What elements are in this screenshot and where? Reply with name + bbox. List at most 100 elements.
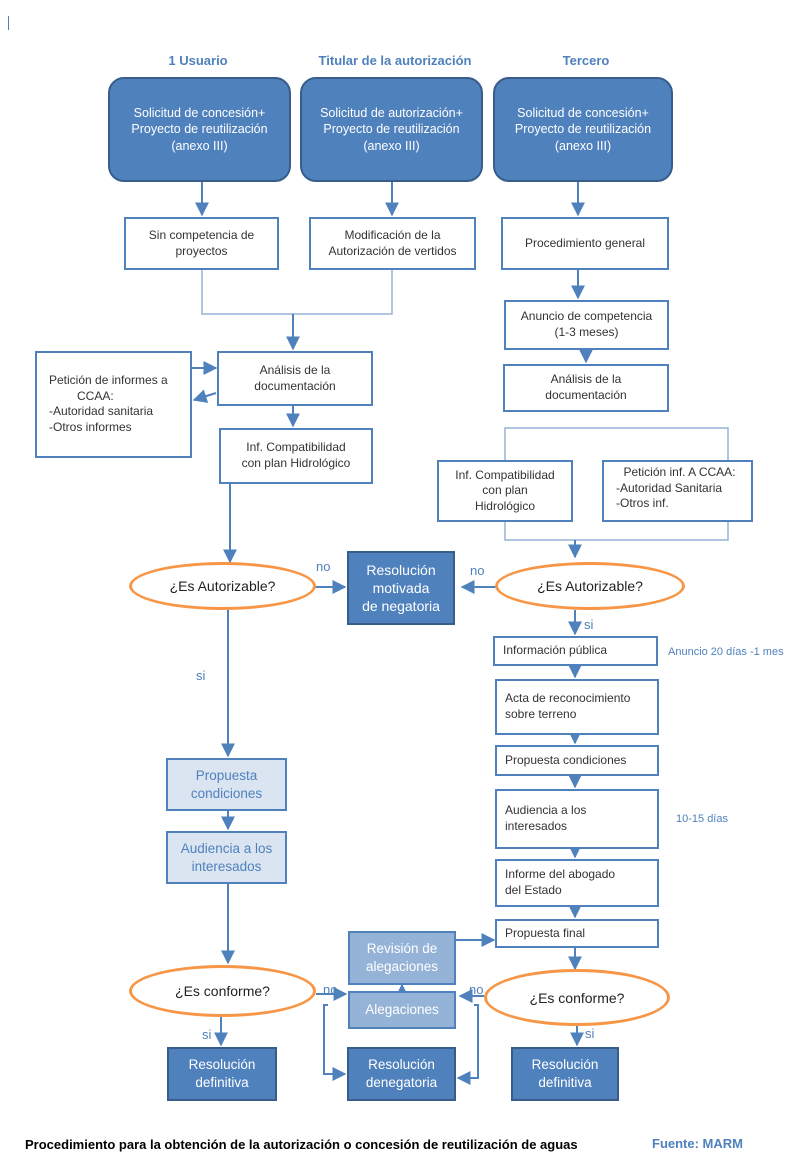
box-solicitud-usuario: Solicitud de concesión+ Proyecto de reut… [108, 77, 291, 182]
box-line: Audiencia a los [505, 803, 587, 818]
label-si-conforme-left: si [202, 1027, 212, 1042]
decision-conforme-usuario: ¿Es conforme? [129, 965, 316, 1017]
box-analisis-usuario: Análisis de la documentación [217, 351, 373, 406]
box-resolucion-denegatoria: Resolución denegatoria [347, 1047, 456, 1101]
label-no-conforme-left: no [323, 982, 338, 997]
label-no-right: no [470, 563, 485, 578]
box-solicitud-tercero: Solicitud de concesión+ Proyecto de reut… [493, 77, 673, 182]
box-line: Inf. Compatibilidad [455, 467, 555, 482]
box-peticion-tercero: Petición inf. A CCAA: -Autoridad Sanitar… [602, 460, 753, 522]
box-line: documentación [545, 388, 627, 402]
decision-conforme-tercero: ¿Es conforme? [484, 969, 670, 1026]
box-line: con plan [482, 483, 528, 498]
box-line: Sin competencia de [148, 227, 255, 242]
box-line: Alegaciones [365, 1002, 439, 1018]
box-line: (anexo III) [363, 138, 420, 153]
box-compatibilidad-tercero: Inf. Compatibilidad con plan Hidrológico [437, 460, 573, 522]
decision-autorizable-tercero: ¿Es Autorizable? [495, 562, 685, 610]
box-line: Procedimiento general [524, 235, 646, 250]
box-line: -Autoridad sanitaria [49, 404, 154, 419]
label-si-right: si [584, 617, 594, 632]
box-informe-abogado: Informe del abogado del Estado [495, 859, 659, 907]
box-line: -Otros inf. [616, 496, 669, 511]
box-line: proyectos [175, 243, 228, 258]
box-line: Anuncio de competencia [520, 309, 653, 324]
box-audiencia-usuario: Audiencia a los interesados [166, 831, 287, 884]
label-no-left: no [316, 559, 331, 574]
box-anuncio-competencia: Anuncio de competencia (1-3 meses) [504, 300, 669, 350]
box-line: Inf. Compatibilidad [246, 440, 346, 455]
box-line: del Estado [505, 883, 562, 897]
box-line: definitiva [538, 1075, 592, 1090]
box-line: sobre terreno [505, 707, 577, 721]
decision-label: ¿Es Autorizable? [537, 578, 643, 594]
box-propuesta-final: Propuesta final [495, 919, 659, 948]
box-line: Hidrológico [474, 498, 535, 513]
box-line: Autorización de vertidos [328, 243, 457, 258]
box-line: Resolución [368, 1057, 435, 1073]
box-line: Resolución [366, 561, 436, 578]
box-line: Proyecto de reutilización [131, 122, 268, 137]
box-resolucion-definitiva-tercero: Resolución definitiva [511, 1047, 619, 1101]
box-line: Petición inf. A CCAA: [623, 465, 736, 479]
box-peticion-informes: Petición de informes a CCAA: -Autoridad … [35, 351, 192, 458]
note-audiencia-plazo: 10-15 días [676, 813, 728, 825]
box-audiencia-tercero: Audiencia a los interesados [495, 789, 659, 849]
text-cursor [8, 16, 9, 30]
box-revision-alegaciones: Revisión de alegaciones [348, 931, 456, 985]
box-sin-competencia: Sin competencia de proyectos [124, 217, 279, 270]
box-line: Solicitud de concesión+ [133, 106, 266, 121]
box-line: (anexo III) [171, 138, 228, 153]
box-line: de negatoria [362, 598, 440, 615]
box-line: Resolución [531, 1057, 599, 1073]
box-line: Informe del abogado [505, 867, 616, 882]
decision-label: ¿Es Autorizable? [169, 578, 276, 594]
box-line: Audiencia a los [180, 840, 273, 856]
header-titular: Titular de la autorización [318, 53, 472, 68]
box-informacion-publica: Información pública [493, 636, 658, 666]
box-line: Modificación de la [344, 227, 441, 242]
box-line: alegaciones [365, 959, 439, 974]
box-line: -Autoridad Sanitaria [616, 480, 723, 495]
box-modificacion: Modificación de la Autorización de verti… [309, 217, 476, 270]
label-no-conforme-right: no [469, 982, 484, 997]
box-line: denegatoria [365, 1075, 438, 1090]
label-si-left: si [196, 668, 206, 683]
box-resolucion-motivada: Resolución motivada de negatoria [347, 551, 455, 625]
decision-label: ¿Es conforme? [529, 989, 625, 1006]
box-compatibilidad-usuario: Inf. Compatibilidad con plan Hidrológico [219, 428, 373, 484]
box-solicitud-titular: Solicitud de autorización+ Proyecto de r… [300, 77, 483, 182]
box-resolucion-definitiva-usuario: Resolución definitiva [167, 1047, 277, 1101]
box-line: Solicitud de concesión+ [517, 106, 649, 121]
box-line: con plan Hidrológico [241, 456, 351, 470]
box-line: motivada [372, 579, 430, 596]
box-line: Proyecto de reutilización [514, 122, 652, 137]
header-tercero: Tercero [562, 53, 610, 68]
box-line: Solicitud de autorización+ [320, 106, 463, 121]
header-usuario: 1 Usuario [168, 53, 228, 68]
box-line: (1-3 meses) [554, 325, 619, 339]
box-line: Proyecto de reutilización [323, 122, 460, 137]
box-line: Resolución [188, 1057, 256, 1073]
box-line: (anexo III) [554, 138, 612, 153]
box-line: documentación [254, 378, 336, 393]
diagram-caption: Procedimiento para la obtención de la au… [25, 1137, 578, 1152]
box-line: Propuesta final [505, 925, 586, 940]
box-line: CCAA: [77, 388, 114, 403]
box-line: Análisis de la [259, 362, 331, 377]
box-line: Análisis de la [550, 372, 622, 387]
box-line: Petición de informes a [49, 373, 168, 387]
note-anuncio-plazo: Anuncio 20 días -1 mes [668, 646, 784, 658]
box-propuesta-condiciones-tercero: Propuesta condiciones [495, 745, 659, 776]
diagram-source: Fuente: MARM [652, 1136, 743, 1151]
decision-autorizable-usuario: ¿Es Autorizable? [129, 562, 316, 610]
box-line: Información pública [503, 643, 608, 658]
box-line: Propuesta condiciones [505, 752, 627, 767]
box-line: Revisión de [366, 941, 438, 957]
box-alegaciones: Alegaciones [348, 991, 456, 1029]
decision-label: ¿Es conforme? [175, 983, 270, 999]
box-line: Acta de reconocimiento [505, 691, 631, 706]
box-procedimiento-general: Procedimiento general [501, 217, 669, 270]
box-acta-reconocimiento: Acta de reconocimiento sobre terreno [495, 679, 659, 735]
